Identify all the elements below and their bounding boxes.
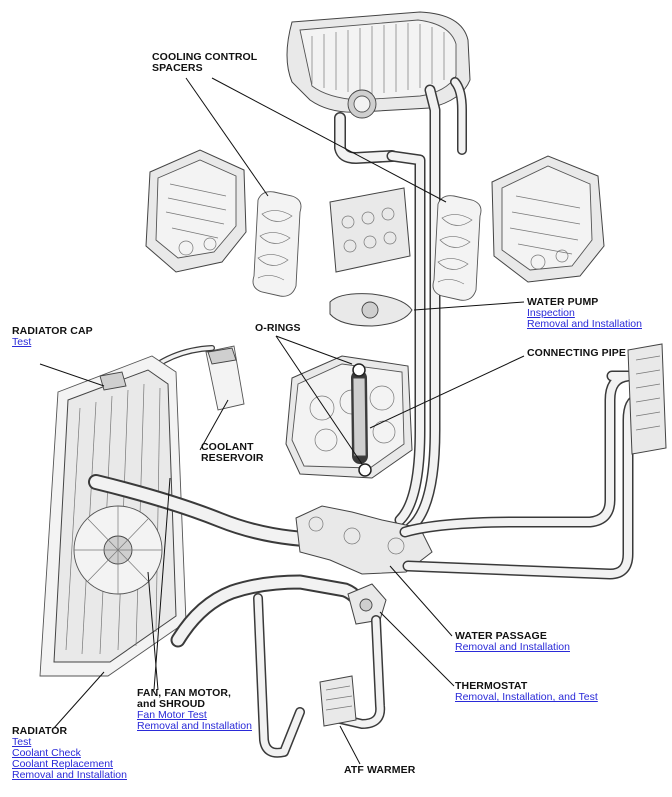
atf-warmer-title: ATF WARMER [344,764,416,776]
water-pump-illustration [329,293,413,327]
coolant-reservoir-title-line2: RESERVOIR [201,452,264,464]
intake-manifold-illustration [286,11,471,119]
callout-radiator: RADIATOR Test Coolant Check Coolant Repl… [12,726,127,781]
heater-core-illustration [627,343,667,455]
radiator-removal-link[interactable]: Removal and Installation [12,769,127,781]
radiator-title: RADIATOR [12,725,68,737]
radiator-coolant-check-link[interactable]: Coolant Check [12,747,81,759]
atf-warmer-illustration [319,675,357,727]
callout-radiator-cap: RADIATOR CAP Test [12,326,93,348]
lower-radiator-hose [170,574,370,648]
engine-right-illustration [491,155,605,283]
engine-left-illustration [145,149,247,273]
water-passage-title: WATER PASSAGE [455,630,547,642]
callout-connecting-pipe: CONNECTING PIPE [527,348,626,359]
radiator-cap-test-link[interactable]: Test [12,336,32,348]
fan-motor-test-link[interactable]: Fan Motor Test [137,709,207,721]
callout-cooling-control-spacers: COOLING CONTROL SPACERS [152,52,257,74]
spacer-left-illustration [252,191,302,297]
callout-water-pump: WATER PUMP Inspection Removal and Instal… [527,297,642,330]
upper-radiator-hose [88,474,338,548]
callout-coolant-reservoir: COOLANT RESERVOIR [201,442,264,464]
fan-title-line1: FAN, FAN MOTOR, [137,687,232,699]
atf-hoses [253,593,386,758]
o-rings-title: O-RINGS [255,322,301,334]
radiator-test-link[interactable]: Test [12,736,32,748]
callout-water-passage: WATER PASSAGE Removal and Installation [455,631,570,653]
center-gasket-illustration [329,187,411,273]
spacer-right-illustration [432,195,482,301]
engine-block-illustration [285,355,413,479]
water-pump-inspection-link[interactable]: Inspection [527,307,575,319]
callout-atf-warmer: ATF WARMER [344,765,415,776]
water-passage-illustration [295,505,433,575]
cooling-control-spacers-title-line2: SPACERS [152,62,203,74]
fan-removal-link[interactable]: Removal and Installation [137,720,252,732]
thermostat-removal-link[interactable]: Removal, Installation, and Test [455,691,598,703]
callout-fan: FAN, FAN MOTOR, and SHROUD Fan Motor Tes… [137,688,252,732]
thermostat-title: THERMOSTAT [455,680,528,692]
coolant-reservoir-title-line1: COOLANT [201,441,254,453]
water-pump-removal-link[interactable]: Removal and Installation [527,318,642,330]
callout-o-rings: O-RINGS [255,323,301,334]
leader-lines [39,77,525,765]
thermostat-illustration [347,583,387,625]
connecting-pipe-title: CONNECTING PIPE [527,347,626,359]
fan-title-line2: and SHROUD [137,698,206,710]
radiator-cap-title: RADIATOR CAP [12,325,93,337]
water-passage-removal-link[interactable]: Removal and Installation [455,641,570,653]
water-pump-title: WATER PUMP [527,296,599,308]
radiator-illustration [39,355,187,677]
throttle-hose [334,112,398,164]
callout-thermostat: THERMOSTAT Removal, Installation, and Te… [455,681,598,703]
bypass-hoses [386,77,467,534]
cooling-control-spacers-title-line1: COOLING CONTROL [152,51,258,63]
radiator-coolant-replacement-link[interactable]: Coolant Replacement [12,758,113,770]
